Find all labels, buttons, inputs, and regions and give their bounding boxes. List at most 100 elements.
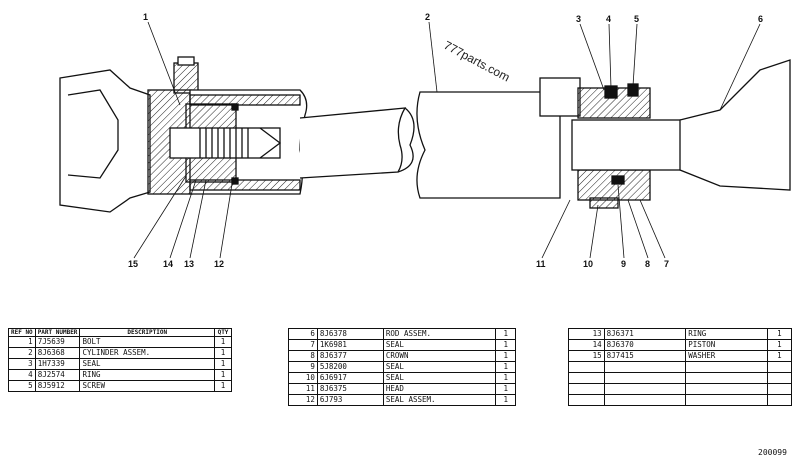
callout-4: 4 <box>606 14 611 24</box>
hydraulic-cylinder-drawing: 1 2 3 4 5 6 7 8 9 10 11 12 13 14 15 <box>59 12 791 269</box>
ref-cell: 2 <box>8 347 36 359</box>
ref-cell: 1 <box>8 336 36 348</box>
description-cell: CROWN <box>382 350 497 362</box>
ref-cell: 5 <box>8 380 36 392</box>
description-cell: SEAL <box>382 372 497 384</box>
description-cell: SEAL <box>382 339 497 351</box>
ref-cell: 6 <box>288 328 318 340</box>
description-cell: SEAL <box>79 358 215 370</box>
qty-cell: 1 <box>495 394 516 406</box>
part-number-cell: 5J8200 <box>316 361 384 373</box>
callout-7: 7 <box>664 259 669 269</box>
part-number-cell: 8J7415 <box>603 350 687 362</box>
callout-1: 1 <box>143 12 148 22</box>
description-cell: BOLT <box>79 336 215 348</box>
clevis-left <box>59 69 151 213</box>
description-cell: RING <box>685 328 768 340</box>
callout-11: 11 <box>536 259 546 269</box>
ref-cell: 14 <box>568 339 605 351</box>
qty-cell: 1 <box>214 347 232 359</box>
description-cell: SEAL <box>382 361 497 373</box>
qty-cell: 1 <box>495 328 516 340</box>
qty-cell: 1 <box>214 380 232 392</box>
qty-cell: 1 <box>766 350 793 362</box>
callout-6: 6 <box>758 14 763 24</box>
col-part-number: PART NUMBER <box>34 328 81 337</box>
rod-middle <box>299 107 407 179</box>
part-number-cell: 6J793 <box>316 394 384 406</box>
description-cell: CYLINDER ASSEM. <box>79 347 215 359</box>
part-number-cell: 7J5639 <box>34 336 81 348</box>
qty-cell: 1 <box>495 383 516 395</box>
qty-cell: 1 <box>214 336 232 348</box>
part-number-cell: 6J6917 <box>316 372 384 384</box>
qty-cell: 1 <box>766 328 793 340</box>
description-cell: SEAL ASSEM. <box>382 394 497 406</box>
ref-cell: 3 <box>8 358 36 370</box>
empty-row <box>568 394 793 406</box>
rod-eye-right <box>679 59 791 191</box>
callout-14: 14 <box>163 259 173 269</box>
qty-cell: 1 <box>495 350 516 362</box>
part-number-cell: 1H7339 <box>34 358 81 370</box>
ref-cell: 4 <box>8 369 36 381</box>
description-cell: PISTON <box>685 339 768 351</box>
description-cell: WASHER <box>685 350 768 362</box>
part-number-cell: 8J6377 <box>316 350 384 362</box>
description-cell: SCREW <box>79 380 215 392</box>
ref-cell: 13 <box>568 328 605 340</box>
empty-row <box>568 372 793 384</box>
ref-cell: 12 <box>288 394 318 406</box>
qty-cell: 1 <box>214 369 232 381</box>
part-number-cell: 8J6368 <box>34 347 81 359</box>
part-number-cell: 8J6371 <box>603 328 687 340</box>
part-number-cell: 8J5912 <box>34 380 81 392</box>
cylinder-tube-right <box>416 91 561 199</box>
callout-15: 15 <box>128 259 138 269</box>
callout-8: 8 <box>645 259 650 269</box>
ref-cell: 10 <box>288 372 318 384</box>
ref-cell: 11 <box>288 383 318 395</box>
callout-2: 2 <box>425 12 430 22</box>
description-cell: RING <box>79 369 215 381</box>
callout-13: 13 <box>184 259 194 269</box>
ref-cell: 7 <box>288 339 318 351</box>
callout-5: 5 <box>634 14 639 24</box>
ref-cell: 8 <box>288 350 318 362</box>
qty-cell: 1 <box>495 361 516 373</box>
part-number-cell: 1K6981 <box>316 339 384 351</box>
col-qty: QTY <box>214 328 232 337</box>
qty-cell: 1 <box>766 339 793 351</box>
callout-10: 10 <box>583 259 593 269</box>
empty-row <box>568 383 793 395</box>
col-ref-no: REF NO <box>8 328 36 337</box>
bolt <box>169 127 281 159</box>
description-cell: HEAD <box>382 383 497 395</box>
col-description: DESCRIPTION <box>79 328 215 337</box>
part-number-cell: 8J6370 <box>603 339 687 351</box>
part-number-cell: 8J2574 <box>34 369 81 381</box>
qty-cell: 1 <box>214 358 232 370</box>
part-number-cell: 8J6378 <box>316 328 384 340</box>
callout-9: 9 <box>621 259 626 269</box>
ref-cell: 9 <box>288 361 318 373</box>
description-cell: ROD ASSEM. <box>382 328 497 340</box>
empty-row <box>568 361 793 373</box>
figure-number: 200099 <box>758 448 787 457</box>
